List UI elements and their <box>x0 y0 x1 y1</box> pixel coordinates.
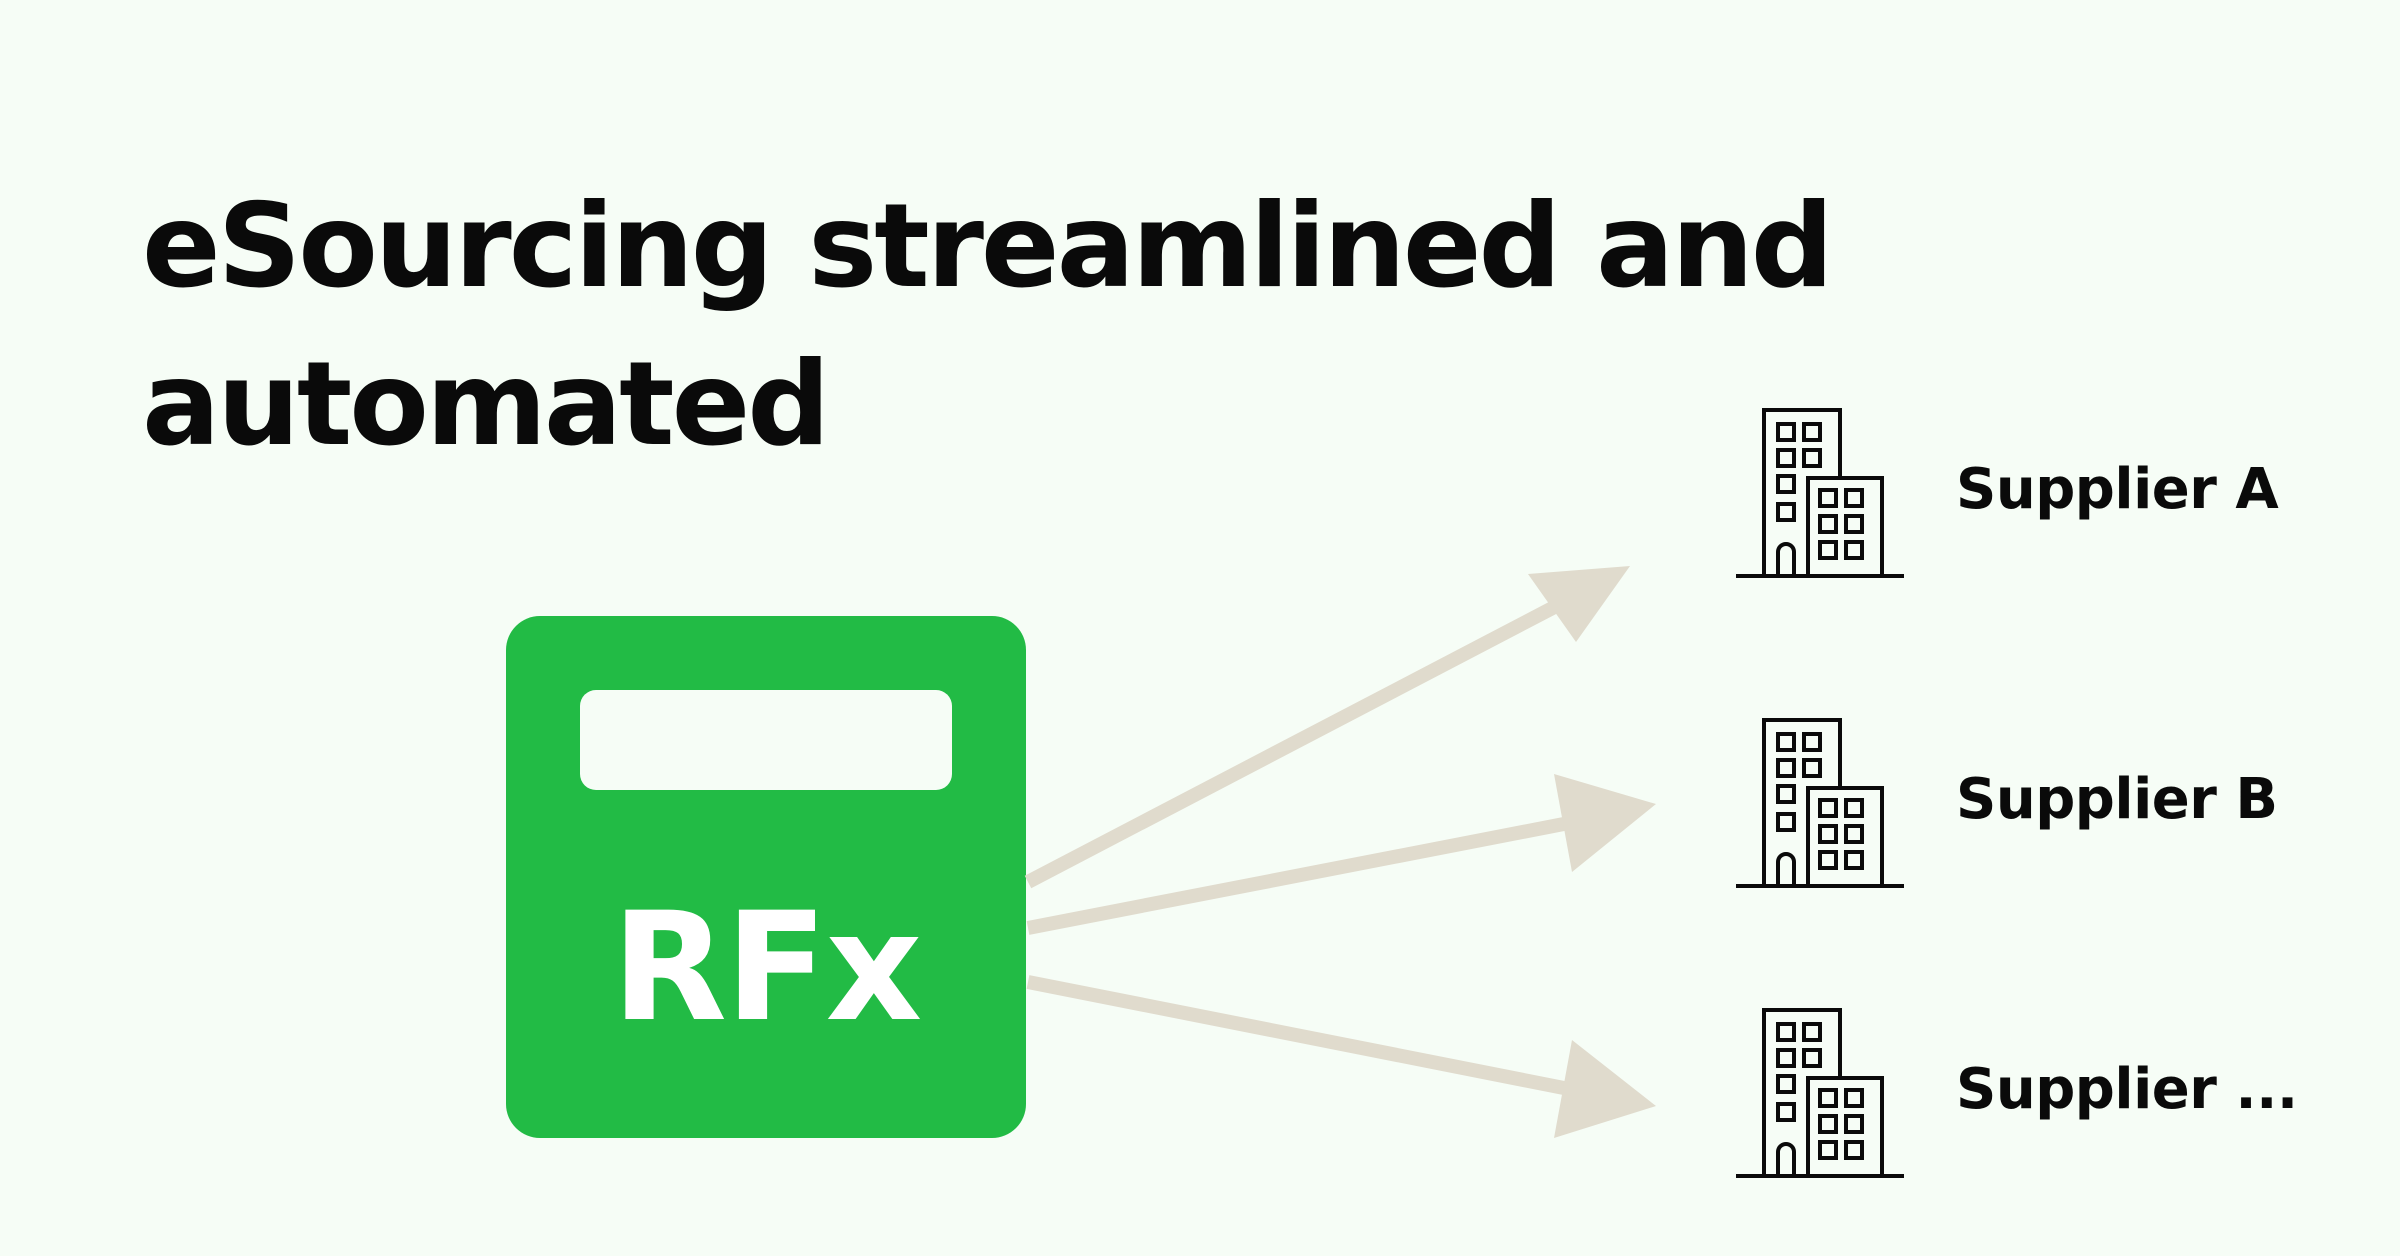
arrow-to-supplier-b-head <box>1554 774 1656 872</box>
arrow-to-supplier-c-shaft <box>1026 975 1576 1097</box>
arrow-to-supplier-a-shaft <box>1024 595 1568 889</box>
rfx-title-bar <box>580 690 952 790</box>
office-building-icon <box>1736 1008 1904 1178</box>
supplier-b-label: Supplier B <box>1956 767 2278 832</box>
arrow-to-supplier-c-head <box>1554 1040 1656 1138</box>
supplier-b: Supplier B <box>1734 716 2334 892</box>
headline-line-1: eSourcing streamlined and <box>142 179 1834 314</box>
office-building-icon <box>1736 718 1904 888</box>
supplier-more-label: Supplier ... <box>1956 1057 2298 1122</box>
headline-line-2: automated <box>142 337 830 472</box>
rfx-document-card: RFx <box>506 616 1026 1138</box>
rfx-label: RFx <box>611 881 923 1055</box>
supplier-a: Supplier A <box>1734 406 2334 582</box>
supplier-more: Supplier ... <box>1734 1006 2334 1182</box>
arrow-to-supplier-a-head <box>1528 566 1630 642</box>
office-building-icon <box>1736 408 1904 578</box>
headline: eSourcing streamlined and automated <box>142 168 1942 484</box>
arrow-to-supplier-b-shaft <box>1026 815 1576 935</box>
supplier-a-label: Supplier A <box>1956 457 2279 522</box>
